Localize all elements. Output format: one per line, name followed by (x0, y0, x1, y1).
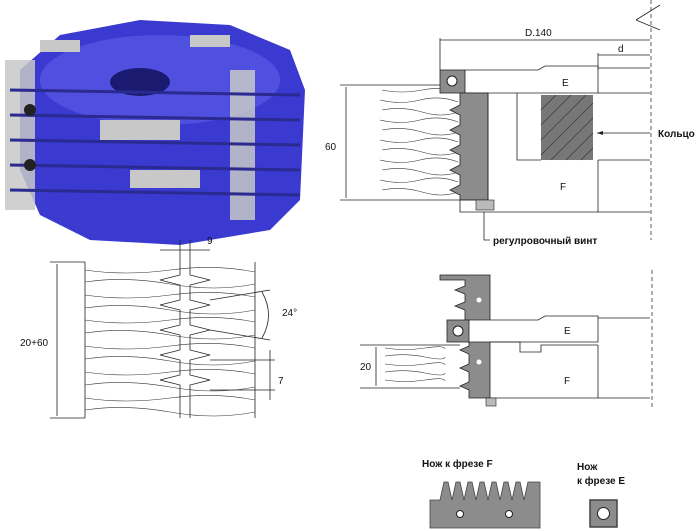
pitch-label: 9 (207, 236, 213, 247)
knife-f-icon (429, 481, 541, 529)
cutter-photo (5, 20, 305, 245)
angle-label: 24° (282, 308, 297, 319)
height-label-2: 20 (360, 362, 372, 373)
finger-joint-drawing: 20+60 9 24° 7 (20, 236, 297, 419)
ring-label: Кольцо (658, 129, 695, 140)
knife-e-title-2: к фрезе E (577, 475, 625, 487)
cutter-e-label-2: E (564, 326, 571, 337)
bottom-section-drawing: E F 20 (360, 270, 653, 410)
height-range-label: 20+60 (20, 338, 49, 349)
knives: Нож к фрезе F Нож к фрезе E (422, 458, 625, 529)
cutter-f-label-2: F (564, 376, 570, 387)
d-label: d (618, 44, 624, 55)
knife-e-title-1: Нож (577, 462, 598, 473)
screw-label: регулровочный винт (493, 236, 597, 247)
cutter-f-label: F (560, 182, 566, 193)
diameter-label: D.140 (525, 28, 552, 39)
cutter-e-label: E (562, 78, 569, 89)
depth-label: 7 (278, 376, 284, 387)
knife-f-title: Нож к фрезе F (422, 458, 493, 470)
top-section-drawing: D.140 d 60 E F Кольцо (325, 0, 695, 247)
height-label: 60 (325, 142, 337, 153)
